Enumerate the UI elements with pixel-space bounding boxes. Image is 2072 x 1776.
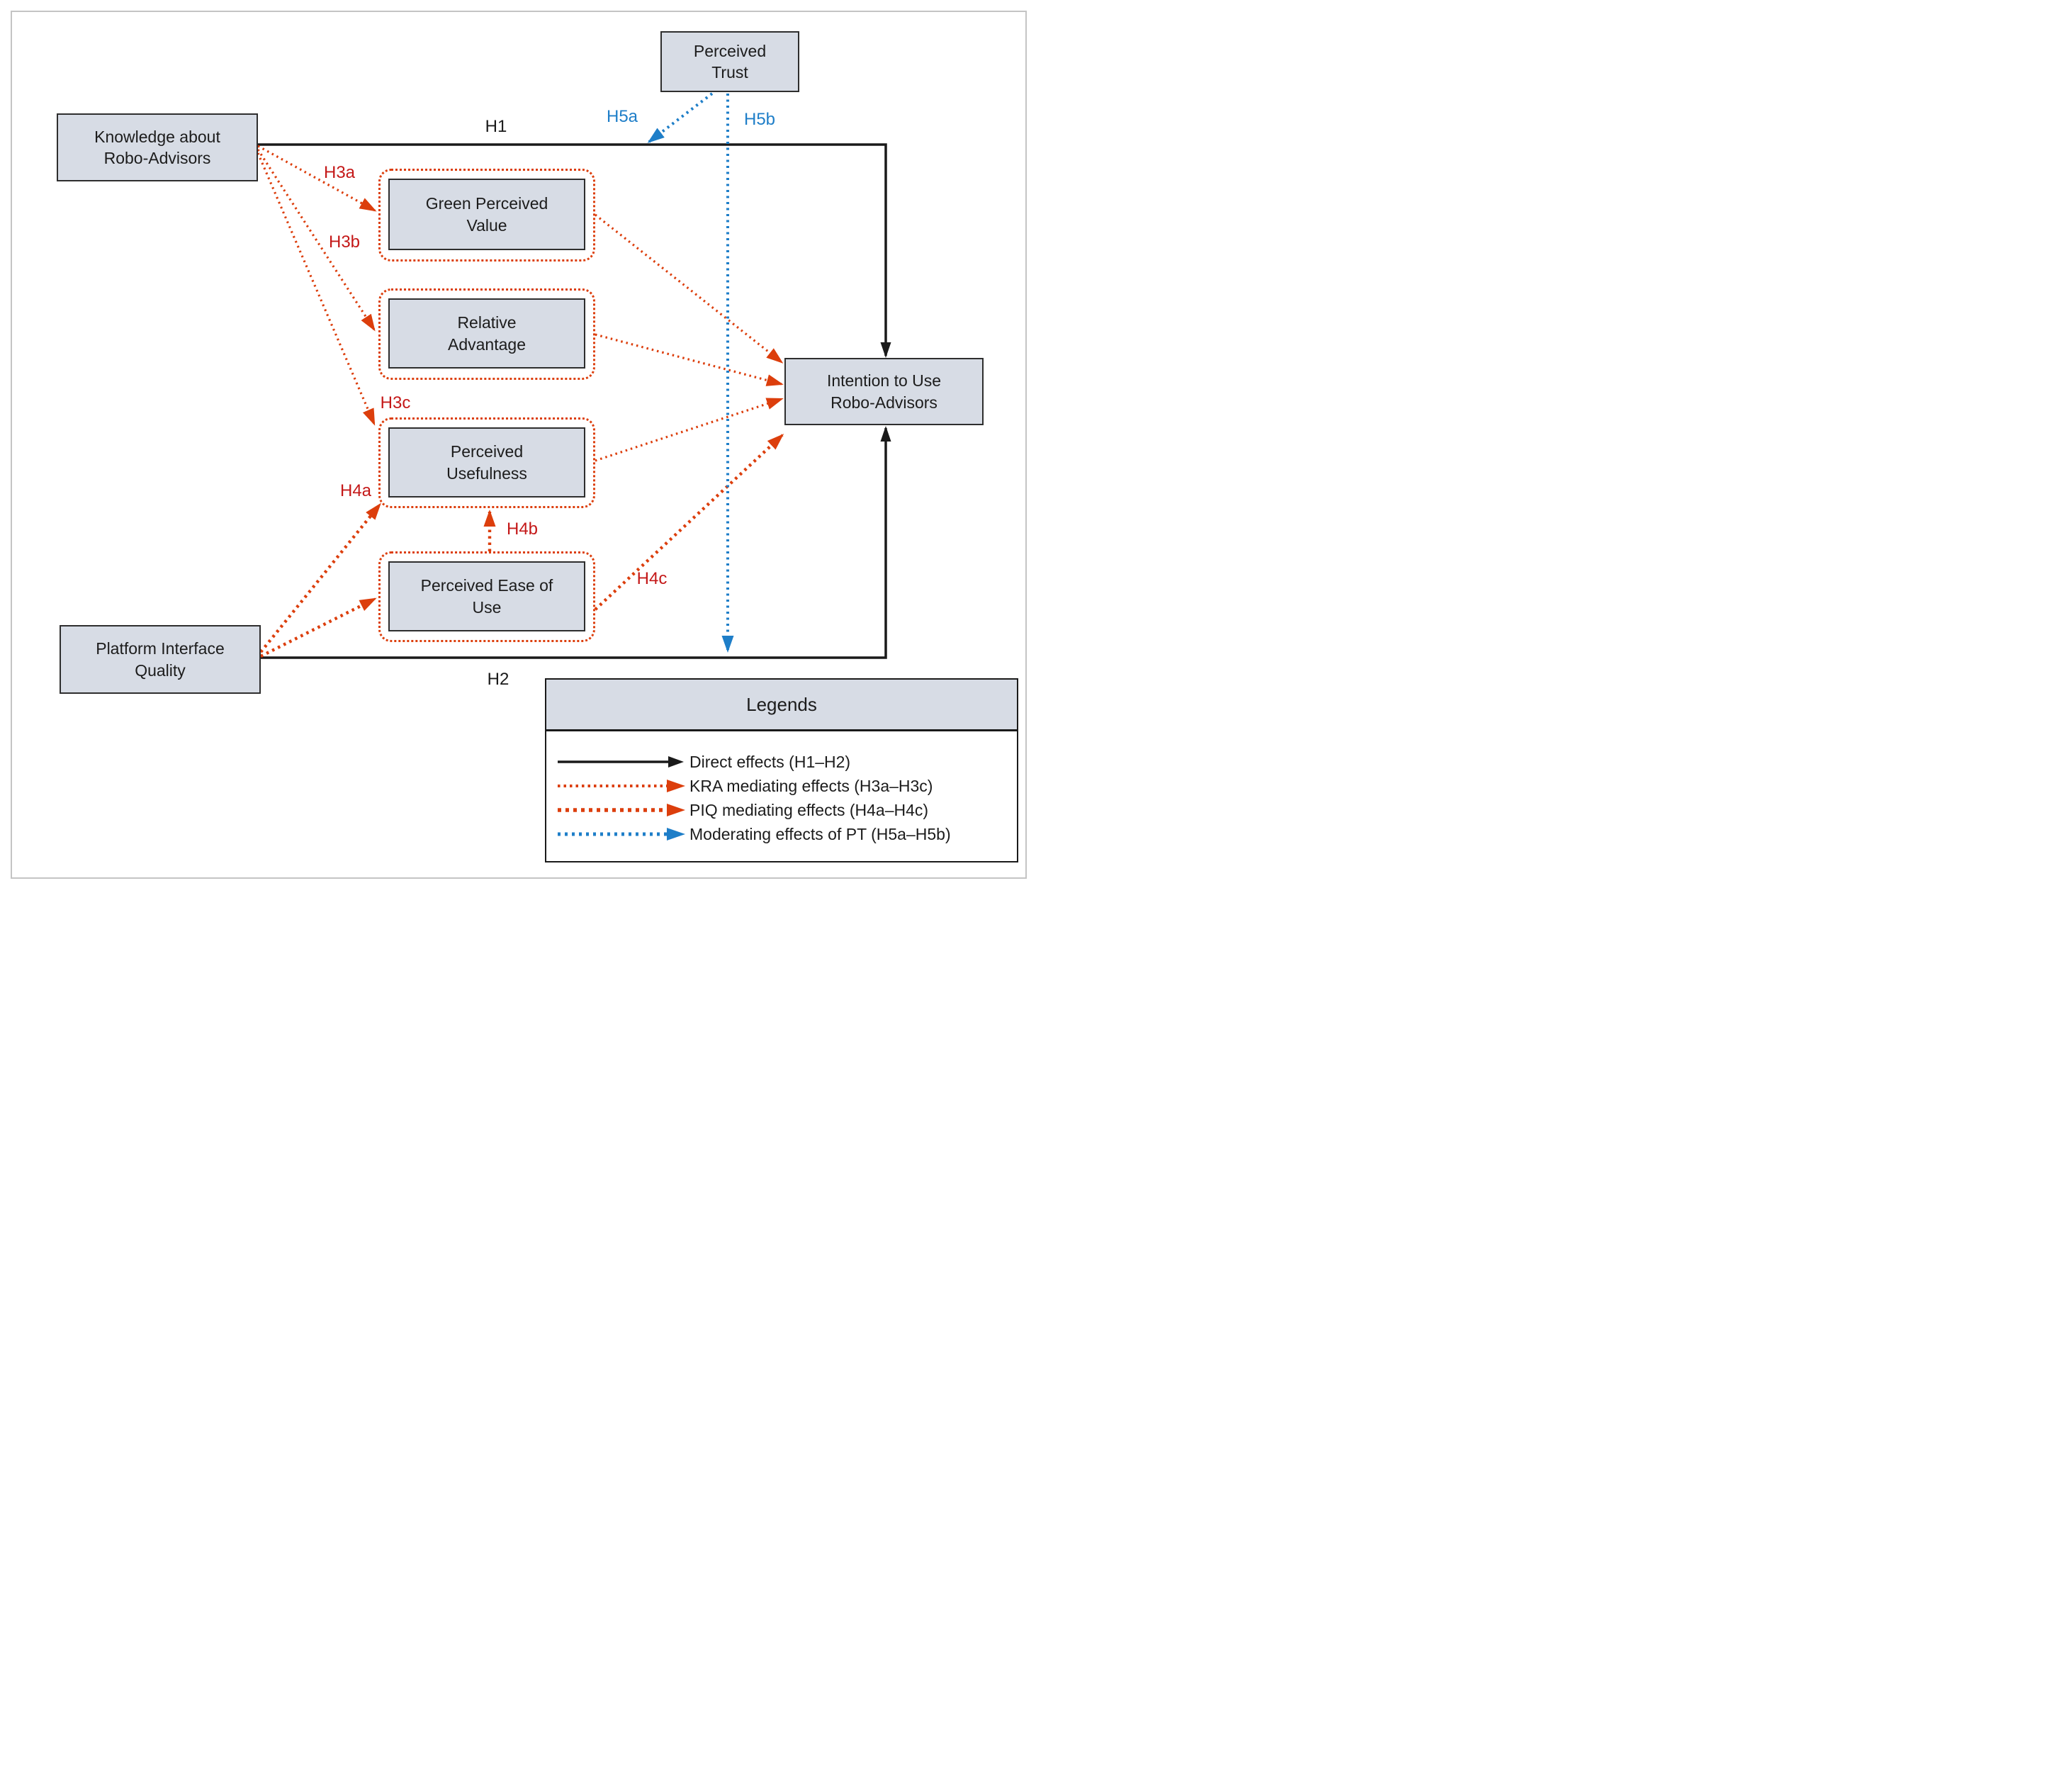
node-relative-advantage: Relative Advantage bbox=[388, 298, 585, 369]
node-label-line: Relative bbox=[457, 313, 517, 332]
label-h2: H2 bbox=[488, 670, 509, 689]
label-h1: H1 bbox=[485, 117, 507, 136]
node-label-line: Perceived Ease of bbox=[420, 576, 553, 595]
wrapper-perceived-ease-of-use bbox=[378, 551, 595, 642]
node-perceived-ease-of-use: Perceived Ease of Use bbox=[388, 561, 585, 631]
label-h3c: H3c bbox=[381, 393, 411, 412]
legend-title: Legends bbox=[546, 680, 1017, 731]
arrow-pu-to-intention bbox=[595, 398, 784, 462]
label-h3a: H3a bbox=[324, 163, 356, 182]
arrow-h4c bbox=[594, 433, 784, 611]
node-label-line: Robo-Advisors bbox=[103, 149, 211, 167]
diagram-page: H1 H2 H3a H3b H3c H4a H4b H4c H5a H5b Kn… bbox=[0, 0, 1036, 888]
node-green-perceived-value: Green Perceived Value bbox=[388, 179, 585, 250]
legend-label: Direct effects (H1–H2) bbox=[689, 752, 851, 771]
arrow-h4a bbox=[259, 502, 381, 653]
legend-label: PIQ mediating effects (H4a–H4c) bbox=[689, 800, 929, 819]
legend-row-kra: KRA mediating effects (H3a–H3c) bbox=[555, 774, 1017, 798]
direct-effect-arrow-icon bbox=[558, 756, 684, 768]
node-label-line: Advantage bbox=[448, 335, 526, 354]
node-label-line: Perceived bbox=[450, 442, 524, 461]
label-h4c: H4c bbox=[637, 569, 668, 588]
node-label-line: Quality bbox=[135, 661, 186, 680]
outer-frame bbox=[11, 11, 1027, 879]
arrow-h5a bbox=[647, 92, 714, 143]
node-label-line: Intention to Use bbox=[826, 371, 942, 390]
arrow-piq-to-peou bbox=[260, 597, 377, 658]
node-label-line: Green Perceived bbox=[425, 194, 548, 213]
legend-row-pt: Moderating effects of PT (H5a–H5b) bbox=[555, 822, 1017, 846]
legend-label: Moderating effects of PT (H5a–H5b) bbox=[689, 824, 951, 843]
legend-box: Legends Direct effects (H1–H2) KRA media… bbox=[545, 678, 1018, 862]
piq-mediating-arrow-icon bbox=[558, 804, 685, 816]
arrow-h3c bbox=[257, 152, 376, 426]
node-perceived-trust: Perceived Trust bbox=[660, 31, 799, 92]
label-h4b: H4b bbox=[507, 519, 538, 539]
legend-label: KRA mediating effects (H3a–H3c) bbox=[689, 776, 933, 795]
node-perceived-usefulness: Perceived Usefulness bbox=[388, 427, 585, 498]
node-label-line: Use bbox=[472, 597, 502, 617]
arrow-h3a bbox=[257, 145, 377, 212]
node-label-line: Value bbox=[466, 215, 507, 235]
kra-mediating-arrow-icon bbox=[558, 780, 685, 792]
wrapper-relative-advantage bbox=[378, 288, 595, 380]
wrapper-perceived-usefulness bbox=[378, 417, 595, 508]
node-intention-to-use-robo-advisors: Intention to Use Robo-Advisors bbox=[784, 358, 984, 425]
node-label-line: Robo-Advisors bbox=[831, 393, 938, 412]
legend-row-piq: PIQ mediating effects (H4a–H4c) bbox=[555, 798, 1017, 822]
node-label-line: Platform Interface bbox=[96, 639, 225, 658]
moderating-arrow-icon bbox=[558, 828, 685, 841]
arrow-h3b bbox=[257, 149, 376, 332]
label-h3b: H3b bbox=[329, 232, 360, 252]
legend-body: Direct effects (H1–H2) KRA mediating eff… bbox=[546, 731, 1017, 846]
label-h5b: H5b bbox=[744, 110, 775, 129]
arrow-gpv-to-intention bbox=[595, 213, 784, 364]
connector-layer: H1 H2 H3a H3b H3c H4a H4b H4c H5a H5b bbox=[257, 92, 891, 689]
label-h5a: H5a bbox=[607, 107, 638, 126]
node-platform-interface-quality: Platform Interface Quality bbox=[60, 625, 261, 694]
node-knowledge-about-robo-advisors: Knowledge about Robo-Advisors bbox=[57, 113, 258, 181]
arrow-h2-direct bbox=[261, 426, 891, 659]
node-label-line: Trust bbox=[711, 63, 748, 82]
node-label-line: Usefulness bbox=[446, 463, 527, 483]
arrow-ra-to-intention bbox=[595, 333, 784, 386]
legend-row-direct: Direct effects (H1–H2) bbox=[555, 750, 1017, 774]
wrapper-green-perceived-value bbox=[378, 169, 595, 262]
label-h4a: H4a bbox=[340, 481, 372, 500]
node-label-line: Perceived bbox=[693, 41, 767, 60]
node-label-line: Knowledge about bbox=[94, 127, 220, 146]
arrow-h1-direct bbox=[258, 143, 891, 358]
